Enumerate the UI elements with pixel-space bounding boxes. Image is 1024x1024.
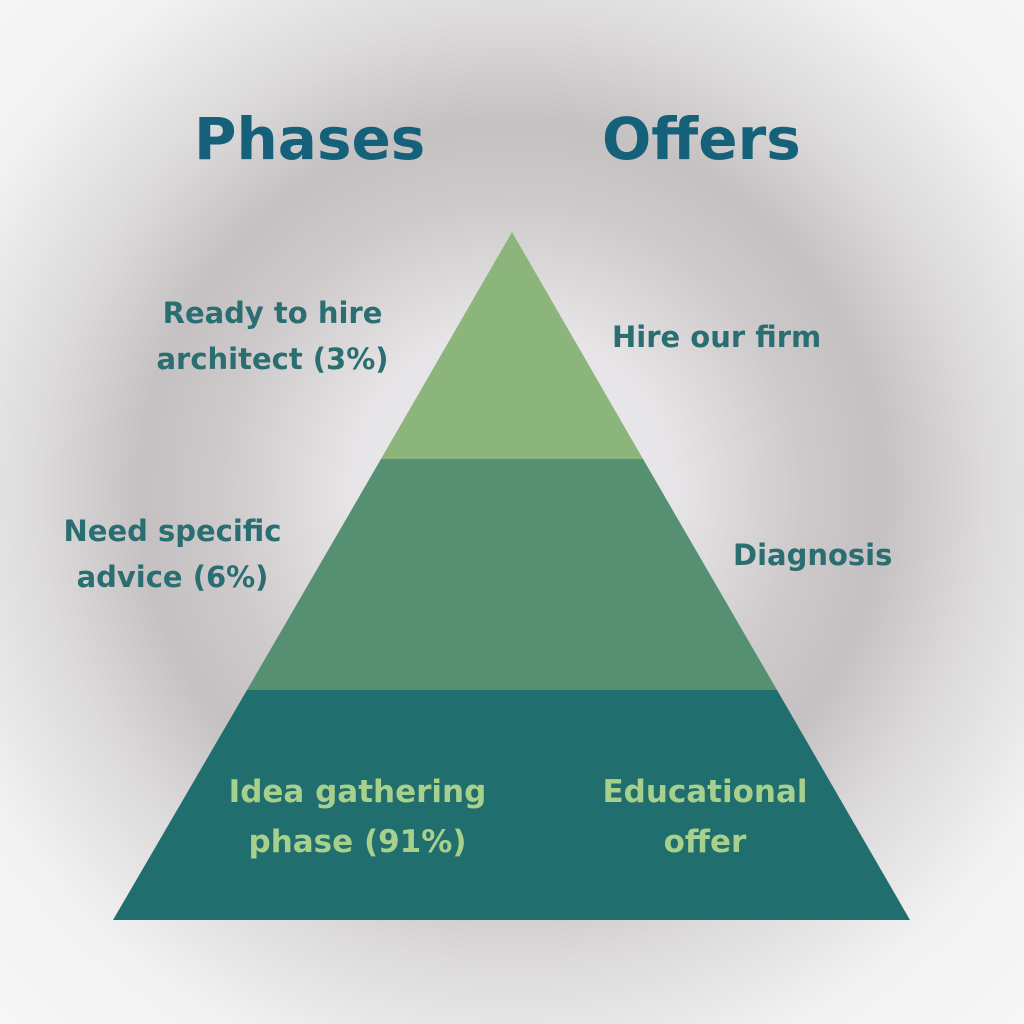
phase-label-idea-gathering: Idea gathering phase (91%) — [228, 774, 487, 860]
phases-heading: Phases — [194, 105, 426, 173]
phase-label-specific-advice: Need specific advice (6%) — [63, 514, 282, 595]
phase-label-ready-to-hire: Ready to hire architect (3%) — [156, 296, 389, 377]
offer-label-diagnosis: Diagnosis — [733, 538, 893, 572]
offer-label-hire-our-firm: Hire our firm — [612, 320, 822, 354]
pyramid-tier-top — [381, 232, 643, 459]
offers-heading: Offers — [602, 105, 801, 173]
offer-label-educational: Educational offer — [602, 774, 808, 860]
pyramid-tier-middle — [247, 459, 777, 690]
pyramid-tier-bottom — [113, 690, 910, 920]
